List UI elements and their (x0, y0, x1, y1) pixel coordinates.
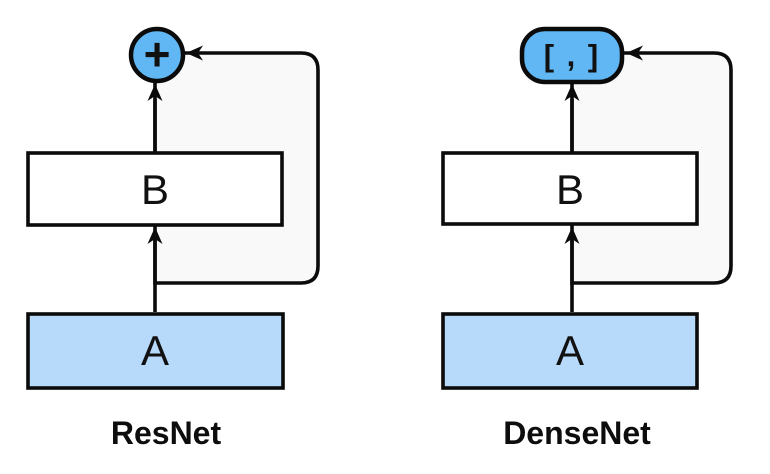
densenet-concat-label: [ , ] (544, 38, 601, 73)
resnet-arrowhead-a-to-b (147, 227, 163, 244)
densenet-arrowhead-b-to-concat (564, 84, 580, 101)
densenet-arrowhead-skip-to-concat (626, 45, 643, 61)
densenet-input-a-label: A (556, 327, 584, 374)
resnet-input-a-box (26, 312, 285, 390)
resnet-arrowhead-skip-to-add (186, 45, 203, 61)
densenet-block-b-label: B (556, 166, 584, 213)
resnet-block-b-box (26, 151, 284, 227)
resnet-block-b-label: B (141, 166, 169, 213)
densenet-concat-node (519, 26, 625, 85)
resnet-input-a-label: A (141, 327, 169, 374)
densenet-block-b-box (441, 151, 699, 226)
densenet-title: DenseNet (503, 415, 651, 451)
densenet-arrowhead-a-to-b (564, 227, 580, 244)
resnet-panel: + B A ResNet (26, 26, 320, 451)
densenet-input-a-box (441, 312, 699, 390)
resnet-arrowhead-b-to-add (147, 84, 163, 101)
densenet-panel: [ , ] B A DenseNet (441, 26, 733, 451)
resnet-title: ResNet (111, 415, 222, 451)
resnet-add-label: + (144, 28, 171, 80)
resnet-add-node (128, 26, 186, 84)
